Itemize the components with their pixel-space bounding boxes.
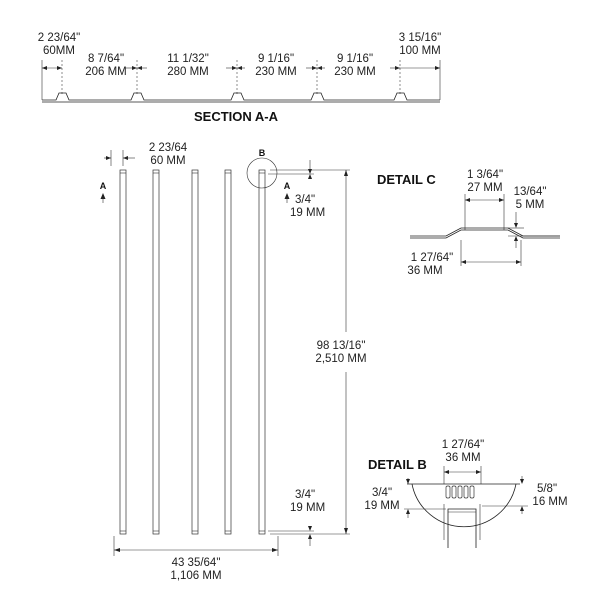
arrow-icon (514, 236, 518, 241)
section-marker-right: A (284, 181, 291, 191)
detail-b-right-imperial: 5/8" (537, 483, 557, 495)
arrow-icon (272, 548, 278, 552)
detail-c: DETAIL C 1 3/64" 27 MM 13/64" 5 MM 1 27/… (377, 169, 560, 277)
section-marker-left: A (100, 181, 107, 191)
arrow-icon (461, 260, 466, 264)
section-aa-profile (42, 92, 440, 101)
section-aa-dim-1-metric: 60MM (43, 45, 75, 57)
section-aa-dim-6-imperial: 3 15/16" (399, 32, 441, 44)
arrow-icon (308, 174, 312, 179)
detail-c-profile-inner (410, 229, 560, 239)
section-aa-dim-2-metric: 206 MM (85, 66, 127, 78)
detail-b-width-imperial: 1 27/64" (442, 439, 484, 451)
section-aa-dim-5-imperial: 9 1/16" (337, 53, 373, 65)
plan-end-bottom-imperial: 3/4" (295, 489, 315, 501)
arrow-icon (106, 156, 111, 160)
plan-length-metric: 2,510 MM (315, 353, 366, 365)
panel-bar (152, 169, 160, 535)
arrow-icon (308, 534, 312, 539)
detail-c-base-width-imperial: 1 27/64" (411, 252, 453, 264)
arrow-up-icon (100, 193, 106, 199)
arrow-icon (520, 506, 524, 511)
detail-c-title: DETAIL C (377, 172, 436, 187)
arrow-icon (42, 66, 47, 70)
plan-end-top-imperial: 3/4" (295, 194, 315, 206)
arrow-icon (344, 528, 348, 534)
arrow-icon (308, 169, 312, 174)
plan-length-imperial: 98 13/16" (317, 340, 366, 352)
section-aa-dim-3-imperial: 11 1/32" (167, 53, 209, 65)
arrow-icon (465, 198, 470, 202)
detail-c-height-metric: 5 MM (516, 199, 545, 211)
panel-bar (119, 169, 127, 535)
section-aa-dim-1-imperial: 2 23/64" (38, 32, 80, 44)
section-aa-dim-6-metric: 100 MM (399, 45, 441, 57)
arrow-icon (406, 479, 410, 484)
arrow-icon (444, 470, 449, 474)
detail-c-top-width-imperial: 1 3/64" (467, 169, 503, 181)
plan-width-metric: 1,106 MM (170, 570, 221, 582)
detail-b-left-metric: 19 MM (364, 500, 399, 512)
arrow-icon (435, 66, 440, 70)
detail-b-right-metric: 16 MM (532, 496, 567, 508)
detail-marker: B (259, 148, 266, 158)
detail-b: DETAIL B 1 27/64" 36 MM 3/4" 19 MM (364, 439, 568, 548)
panel-bar (224, 169, 232, 535)
plan-view: 2 23/64 60 MM A A B (100, 142, 367, 582)
section-aa: 2 23/64" 60MM 8 7/64" 206 MM 11 1/32" 28… (38, 32, 441, 124)
section-aa-title: SECTION A-A (194, 109, 279, 124)
section-aa-dim-5-metric: 230 MM (334, 66, 376, 78)
arrow-icon (476, 470, 481, 474)
plan-spacing-metric: 60 MM (150, 155, 185, 167)
arrow-icon (499, 198, 504, 202)
detail-b-bar-end (447, 508, 477, 548)
detail-b-slots (445, 485, 475, 499)
detail-c-base-width-metric: 36 MM (407, 265, 442, 277)
detail-c-profile (410, 227, 560, 237)
section-aa-dim-4-imperial: 9 1/16" (258, 53, 294, 65)
detail-b-width-metric: 36 MM (445, 452, 480, 464)
section-aa-dim-4-metric: 230 MM (255, 66, 297, 78)
plan-spacing-imperial: 2 23/64 (149, 142, 188, 154)
bar-end-caps (120, 172, 265, 532)
plan-end-bottom-metric: 19 MM (290, 502, 325, 514)
panel-bar (191, 169, 199, 535)
section-aa-dim-2-imperial: 8 7/64" (88, 53, 124, 65)
detail-b-outline (411, 483, 517, 528)
arrow-icon (344, 170, 348, 176)
plan-end-top-metric: 19 MM (290, 207, 325, 219)
arrow-up-icon (284, 193, 290, 199)
arrow-icon (57, 66, 62, 70)
arrow-icon (406, 509, 410, 514)
plan-width-imperial: 43 35/64" (172, 557, 221, 569)
detail-b-left-imperial: 3/4" (372, 487, 392, 499)
arrow-icon (114, 548, 120, 552)
detail-c-height-imperial: 13/64" (514, 186, 547, 198)
arrow-icon (520, 479, 524, 484)
arrow-icon (516, 260, 521, 264)
detail-c-top-width-metric: 27 MM (467, 182, 502, 194)
panel-bar (258, 169, 266, 535)
arrow-icon (514, 223, 518, 228)
section-aa-dim-3-metric: 280 MM (167, 66, 209, 78)
detail-b-callout (246, 157, 278, 189)
arrow-icon (308, 526, 312, 531)
detail-b-title: DETAIL B (368, 457, 427, 472)
